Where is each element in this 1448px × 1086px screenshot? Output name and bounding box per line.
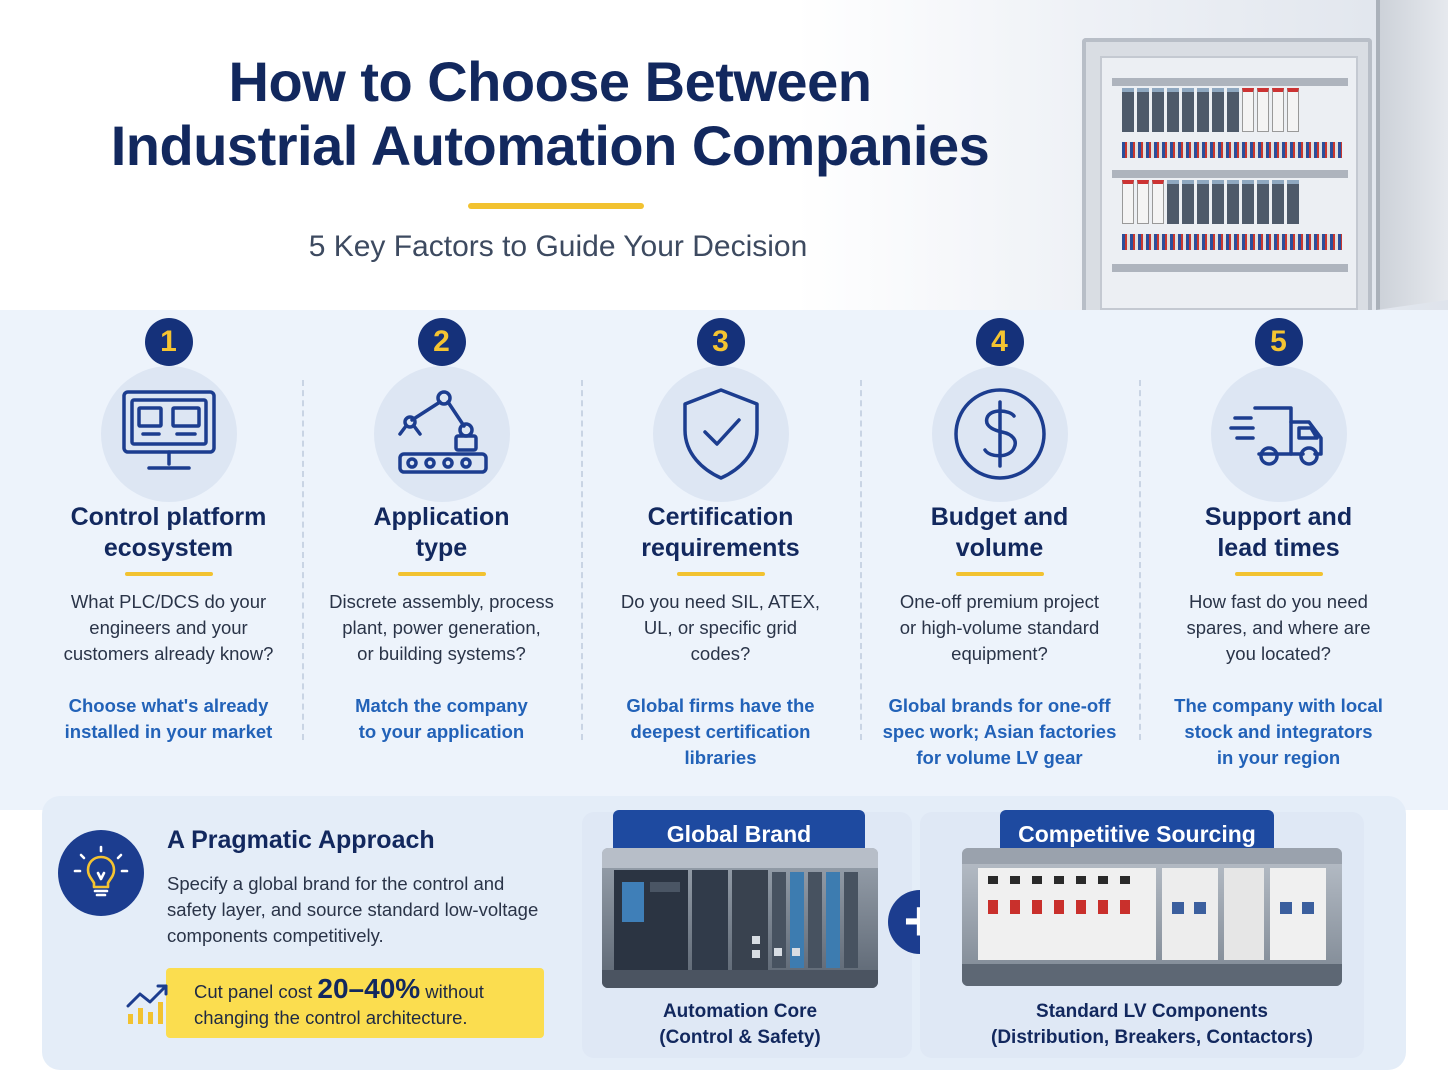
breakers-photo — [962, 848, 1342, 986]
factor-number-badge: 5 — [1254, 318, 1303, 366]
robot-arm-icon — [373, 366, 510, 502]
cabinet-door — [1376, 0, 1448, 310]
factor-number-badge: 4 — [975, 318, 1024, 366]
column-divider — [302, 380, 304, 740]
electrical-cabinet-illustration — [1082, 38, 1372, 310]
lightbulb-icon — [58, 830, 144, 916]
page-subtitle: 5 Key Factors to Guide Your Decision — [308, 230, 808, 263]
factor-number-badge: 2 — [417, 318, 466, 366]
growth-chart-icon — [126, 984, 168, 1024]
dollar-icon — [931, 366, 1068, 502]
factor-description: Do you need SIL, ATEX,UL, or specific gr… — [620, 591, 821, 664]
title-line-1: How to Choose Between — [228, 50, 872, 113]
page-title: How to Choose Between Industrial Automat… — [60, 50, 1040, 178]
factor-title-underline — [397, 572, 486, 576]
title-line-2: Industrial Automation Companies — [110, 114, 990, 177]
truck-icon — [1210, 366, 1347, 502]
breaker-modules — [1122, 180, 1299, 224]
approach-description: Specify a global brand for the control a… — [167, 873, 539, 946]
factor-title-underline — [676, 572, 765, 576]
din-rail — [1112, 170, 1348, 178]
column-divider — [1139, 380, 1141, 740]
factor-number-badge: 3 — [696, 318, 745, 366]
column-divider — [860, 380, 862, 740]
competitive-sourcing-caption: Standard LV Components(Distribution, Bre… — [991, 1001, 1313, 1048]
title-underline — [468, 203, 644, 209]
factor-title-underline — [955, 572, 1044, 576]
cost-savings-callout: Cut panel cost 20–40% without changing t… — [166, 968, 544, 1038]
savings-percent: 20–40% — [317, 973, 421, 1004]
cabinet-interior — [1100, 56, 1358, 310]
shield-check-icon — [652, 366, 789, 502]
column-divider — [581, 380, 583, 740]
factor-title-underline — [124, 572, 213, 576]
wire-bundle — [1122, 234, 1342, 250]
factor-title-underline — [1234, 572, 1323, 576]
global-brand-caption: Automation Core(Control & Safety) — [659, 1001, 821, 1048]
factor-number-badge: 1 — [144, 318, 193, 366]
wire-bundle — [1122, 142, 1342, 158]
plc-photo — [602, 848, 878, 988]
monitor-icon — [100, 366, 237, 502]
din-rail — [1112, 78, 1348, 86]
din-rail — [1112, 264, 1348, 272]
approach-title: A Pragmatic Approach — [167, 826, 435, 854]
plc-modules — [1122, 88, 1299, 132]
